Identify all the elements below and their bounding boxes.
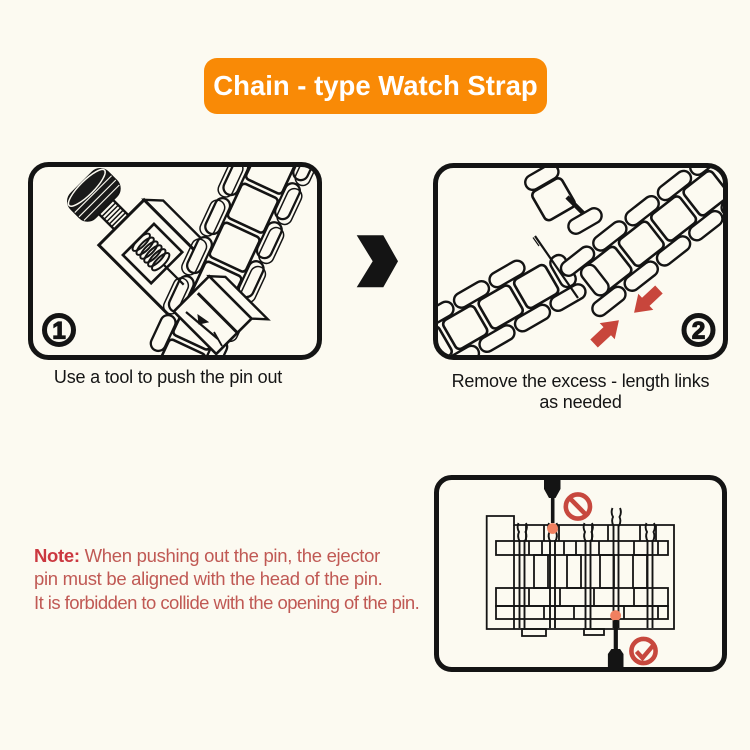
svg-text:1: 1 [52, 318, 65, 345]
svg-text:2: 2 [692, 318, 705, 345]
